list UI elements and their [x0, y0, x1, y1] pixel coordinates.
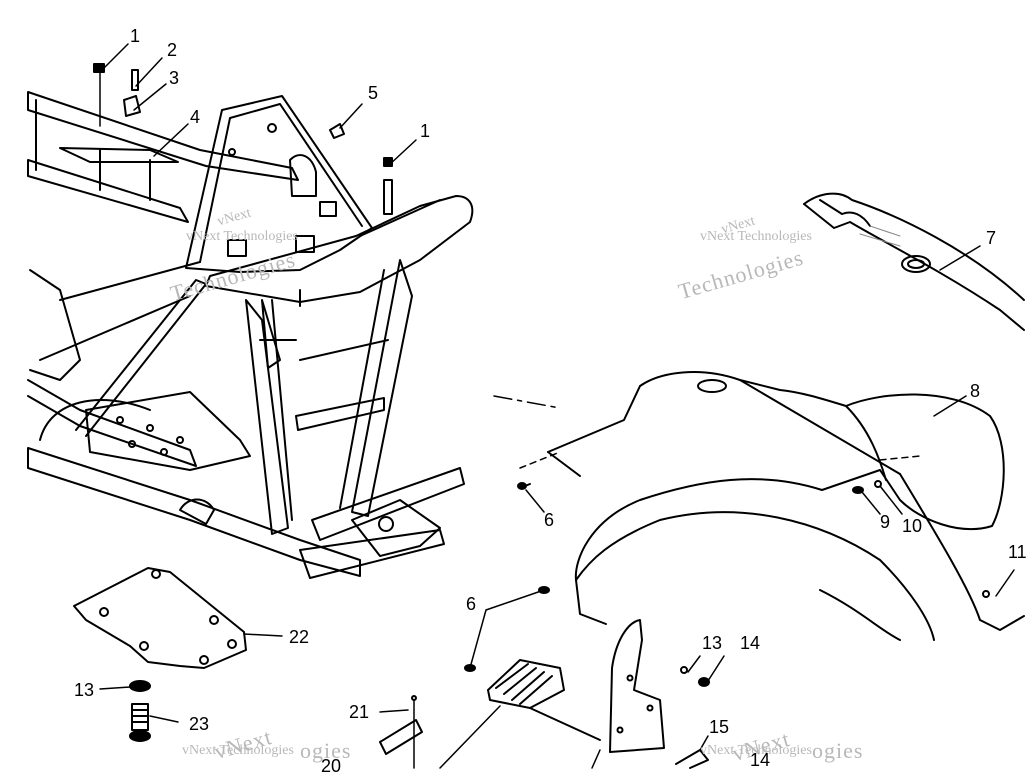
mud-flap — [609, 619, 665, 753]
rear-fender-part-7 — [803, 192, 1025, 331]
watermark-company: vNext Technologies — [182, 743, 294, 758]
vehicle-frame — [27, 91, 474, 579]
callout-part-7: 7 — [986, 228, 997, 248]
watermark-company: vNext Technologies — [700, 743, 812, 758]
watermark-company: vNext Technologies — [186, 229, 298, 244]
callout-part-23: 23 — [189, 714, 210, 734]
callout-part-10: 10 — [902, 516, 923, 536]
callout-part-13: 13 — [702, 633, 723, 653]
skid-plate-part-22 — [73, 567, 247, 669]
callout-part-13: 13 — [74, 680, 95, 700]
watermark-partial: ogies — [300, 738, 352, 763]
leader-lines — [99, 43, 1015, 769]
front-fender-part-8 — [493, 371, 1025, 641]
watermark-company: vNext Technologies — [700, 229, 812, 244]
hardware — [93, 63, 882, 769]
callout-part-1: 1 — [420, 121, 431, 141]
callout-part-3: 3 — [169, 68, 180, 88]
watermark-partial: ogies — [812, 738, 864, 763]
callout-part-9: 9 — [880, 512, 891, 532]
callout-part-8: 8 — [970, 381, 981, 401]
callout-part-11: 11 — [1008, 542, 1027, 562]
footrest-block — [487, 659, 601, 741]
callout-part-22: 22 — [289, 627, 310, 647]
callout-part-2: 2 — [167, 40, 178, 60]
callout-part-20: 20 — [321, 756, 342, 776]
callout-part-6: 6 — [544, 510, 555, 530]
callout-part-14: 14 — [740, 633, 761, 653]
callout-part-21: 21 — [349, 702, 370, 722]
callout-part-5: 5 — [368, 83, 379, 103]
callout-part-1: 1 — [130, 26, 141, 46]
callout-part-4: 4 — [190, 107, 201, 127]
callout-part-14: 14 — [750, 750, 771, 770]
callout-part-6: 6 — [466, 594, 477, 614]
callout-part-15: 15 — [709, 717, 730, 737]
